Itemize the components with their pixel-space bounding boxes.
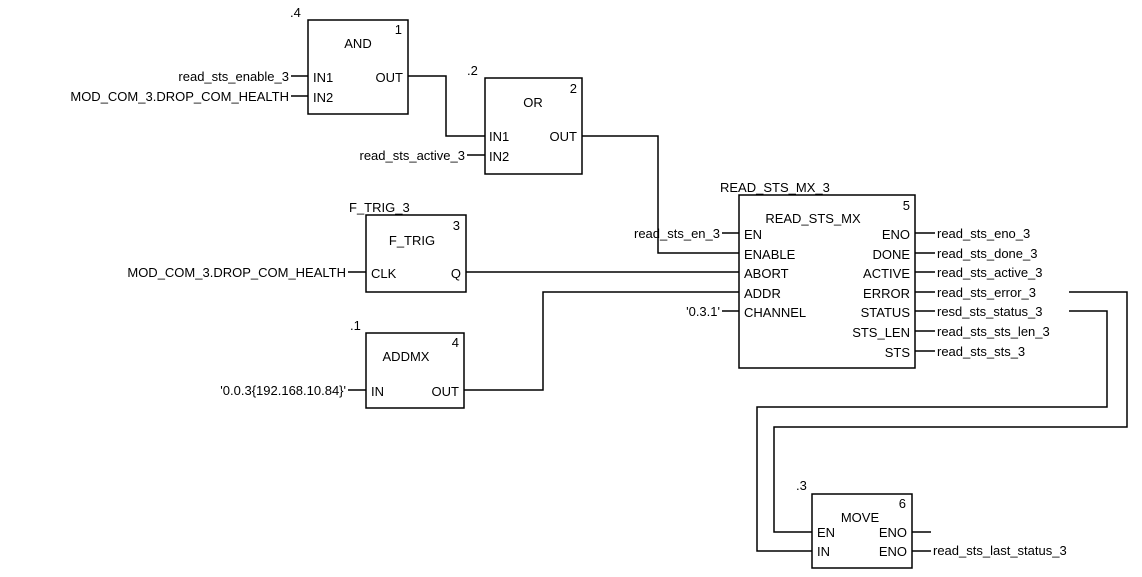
ftrig-instance-label: F_TRIG_3 xyxy=(349,200,410,215)
ftrig-pin-clk: CLK xyxy=(371,266,397,281)
read-sts-pin-sts-len: STS_LEN xyxy=(852,325,910,340)
and-pin-in1: IN1 xyxy=(313,70,333,85)
var-and-in2: MOD_COM_3.DROP_COM_HEALTH xyxy=(70,89,289,104)
move-number: 6 xyxy=(899,496,906,511)
ftrig-number: 3 xyxy=(453,218,460,233)
and-number: 1 xyxy=(395,22,402,37)
or-instance-label: .2 xyxy=(467,63,478,78)
var-read-sts: read_sts_sts_3 xyxy=(937,344,1025,359)
move-pin-eno: ENO xyxy=(879,525,907,540)
read-sts-mx-block[interactable]: READ_STS_MX_3 READ_STS_MX 5 EN ENABLE AB… xyxy=(720,180,916,369)
var-or-in2: read_sts_active_3 xyxy=(359,148,465,163)
var-and-in1: read_sts_enable_3 xyxy=(178,69,289,84)
addmx-pin-out: OUT xyxy=(432,384,460,399)
move-type-label: MOVE xyxy=(841,510,880,525)
var-ftrig-clk: MOD_COM_3.DROP_COM_HEALTH xyxy=(127,265,346,280)
or-pin-in1: IN1 xyxy=(489,129,509,144)
addmx-pin-in: IN xyxy=(371,384,384,399)
or-pin-in2: IN2 xyxy=(489,149,509,164)
var-read-status: resd_sts_status_3 xyxy=(937,304,1043,319)
ftrig-pin-q: Q xyxy=(451,266,461,281)
move-pin-en: EN xyxy=(817,525,835,540)
addmx-instance-label: .1 xyxy=(350,318,361,333)
and-pin-out: OUT xyxy=(376,70,404,85)
or-type-label: OR xyxy=(523,95,543,110)
read-sts-pin-done: DONE xyxy=(872,247,910,262)
var-read-done: read_sts_done_3 xyxy=(937,246,1037,261)
move-block[interactable]: .3 MOVE 6 EN IN ENO ENO xyxy=(796,478,913,569)
var-move-out: read_sts_last_status_3 xyxy=(933,543,1067,558)
and-instance-label: .4 xyxy=(290,5,301,20)
read-sts-pin-enable: ENABLE xyxy=(744,247,796,262)
move-pin-out: ENO xyxy=(879,544,907,559)
read-sts-instance-label: READ_STS_MX_3 xyxy=(720,180,830,195)
var-addmx-in: '0.0.3{192.168.10.84}' xyxy=(220,383,346,398)
ftrig-type-label: F_TRIG xyxy=(389,233,435,248)
addmx-number: 4 xyxy=(452,335,459,350)
or-block[interactable]: .2 OR 2 IN1 IN2 OUT xyxy=(467,63,583,175)
addmx-type-label: ADDMX xyxy=(383,349,430,364)
read-sts-pin-sts: STS xyxy=(885,345,911,360)
var-read-sts-len: read_sts_sts_len_3 xyxy=(937,324,1050,339)
move-pin-in: IN xyxy=(817,544,830,559)
wires xyxy=(291,75,1128,552)
and-block[interactable]: .4 AND 1 IN1 IN2 OUT xyxy=(290,5,409,115)
move-instance-label: .3 xyxy=(796,478,807,493)
var-read-channel: '0.3.1' xyxy=(686,304,720,319)
read-sts-pin-channel: CHANNEL xyxy=(744,305,806,320)
var-read-error: read_sts_error_3 xyxy=(937,285,1036,300)
and-pin-in2: IN2 xyxy=(313,90,333,105)
var-read-active: read_sts_active_3 xyxy=(937,265,1043,280)
var-read-en: read_sts_en_3 xyxy=(634,226,720,241)
read-sts-number: 5 xyxy=(903,198,910,213)
addmx-block[interactable]: .1 ADDMX 4 IN OUT xyxy=(350,318,465,409)
read-sts-type-label: READ_STS_MX xyxy=(765,211,861,226)
var-read-eno: read_sts_eno_3 xyxy=(937,226,1030,241)
read-sts-pin-error: ERROR xyxy=(863,286,910,301)
read-sts-pin-en: EN xyxy=(744,227,762,242)
ftrig-block[interactable]: F_TRIG_3 F_TRIG 3 CLK Q xyxy=(349,200,467,293)
read-sts-pin-addr: ADDR xyxy=(744,286,781,301)
or-pin-out: OUT xyxy=(550,129,578,144)
read-sts-pin-eno: ENO xyxy=(882,227,910,242)
and-type-label: AND xyxy=(344,36,371,51)
read-sts-pin-active: ACTIVE xyxy=(863,266,910,281)
or-number: 2 xyxy=(570,81,577,96)
read-sts-pin-abort: ABORT xyxy=(744,266,789,281)
read-sts-pin-status: STATUS xyxy=(861,305,911,320)
